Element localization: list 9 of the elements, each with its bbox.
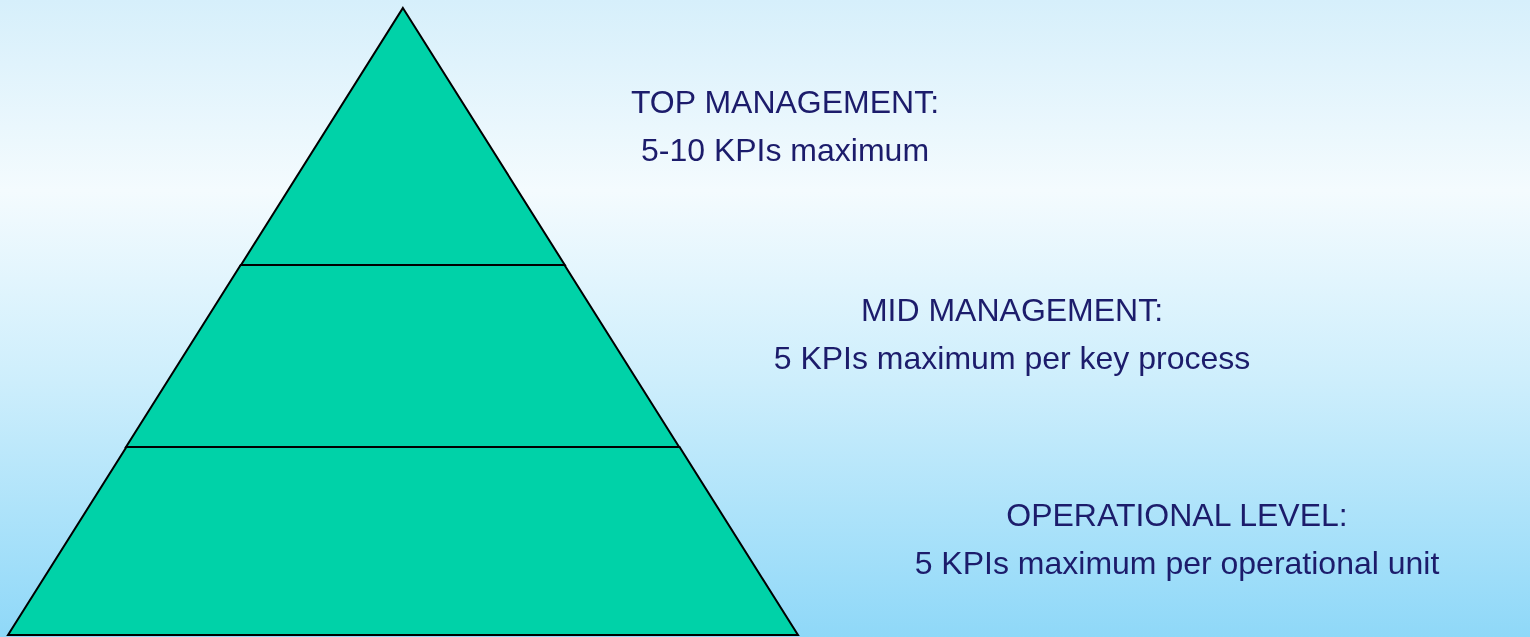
pyramid-tier (126, 265, 680, 447)
tier-description: 5 KPIs maximum per key process (773, 339, 1251, 378)
tier-heading: MID MANAGEMENT: (860, 291, 1164, 330)
tier-description: 5 KPIs maximum per operational unit (914, 544, 1440, 583)
tier-heading: OPERATIONAL LEVEL: (1006, 496, 1348, 535)
tier-heading: TOP MANAGEMENT: (630, 83, 940, 122)
pyramid-tier (8, 447, 798, 635)
tier-description: 5-10 KPIs maximum (640, 131, 930, 170)
pyramid-tier (241, 8, 565, 265)
